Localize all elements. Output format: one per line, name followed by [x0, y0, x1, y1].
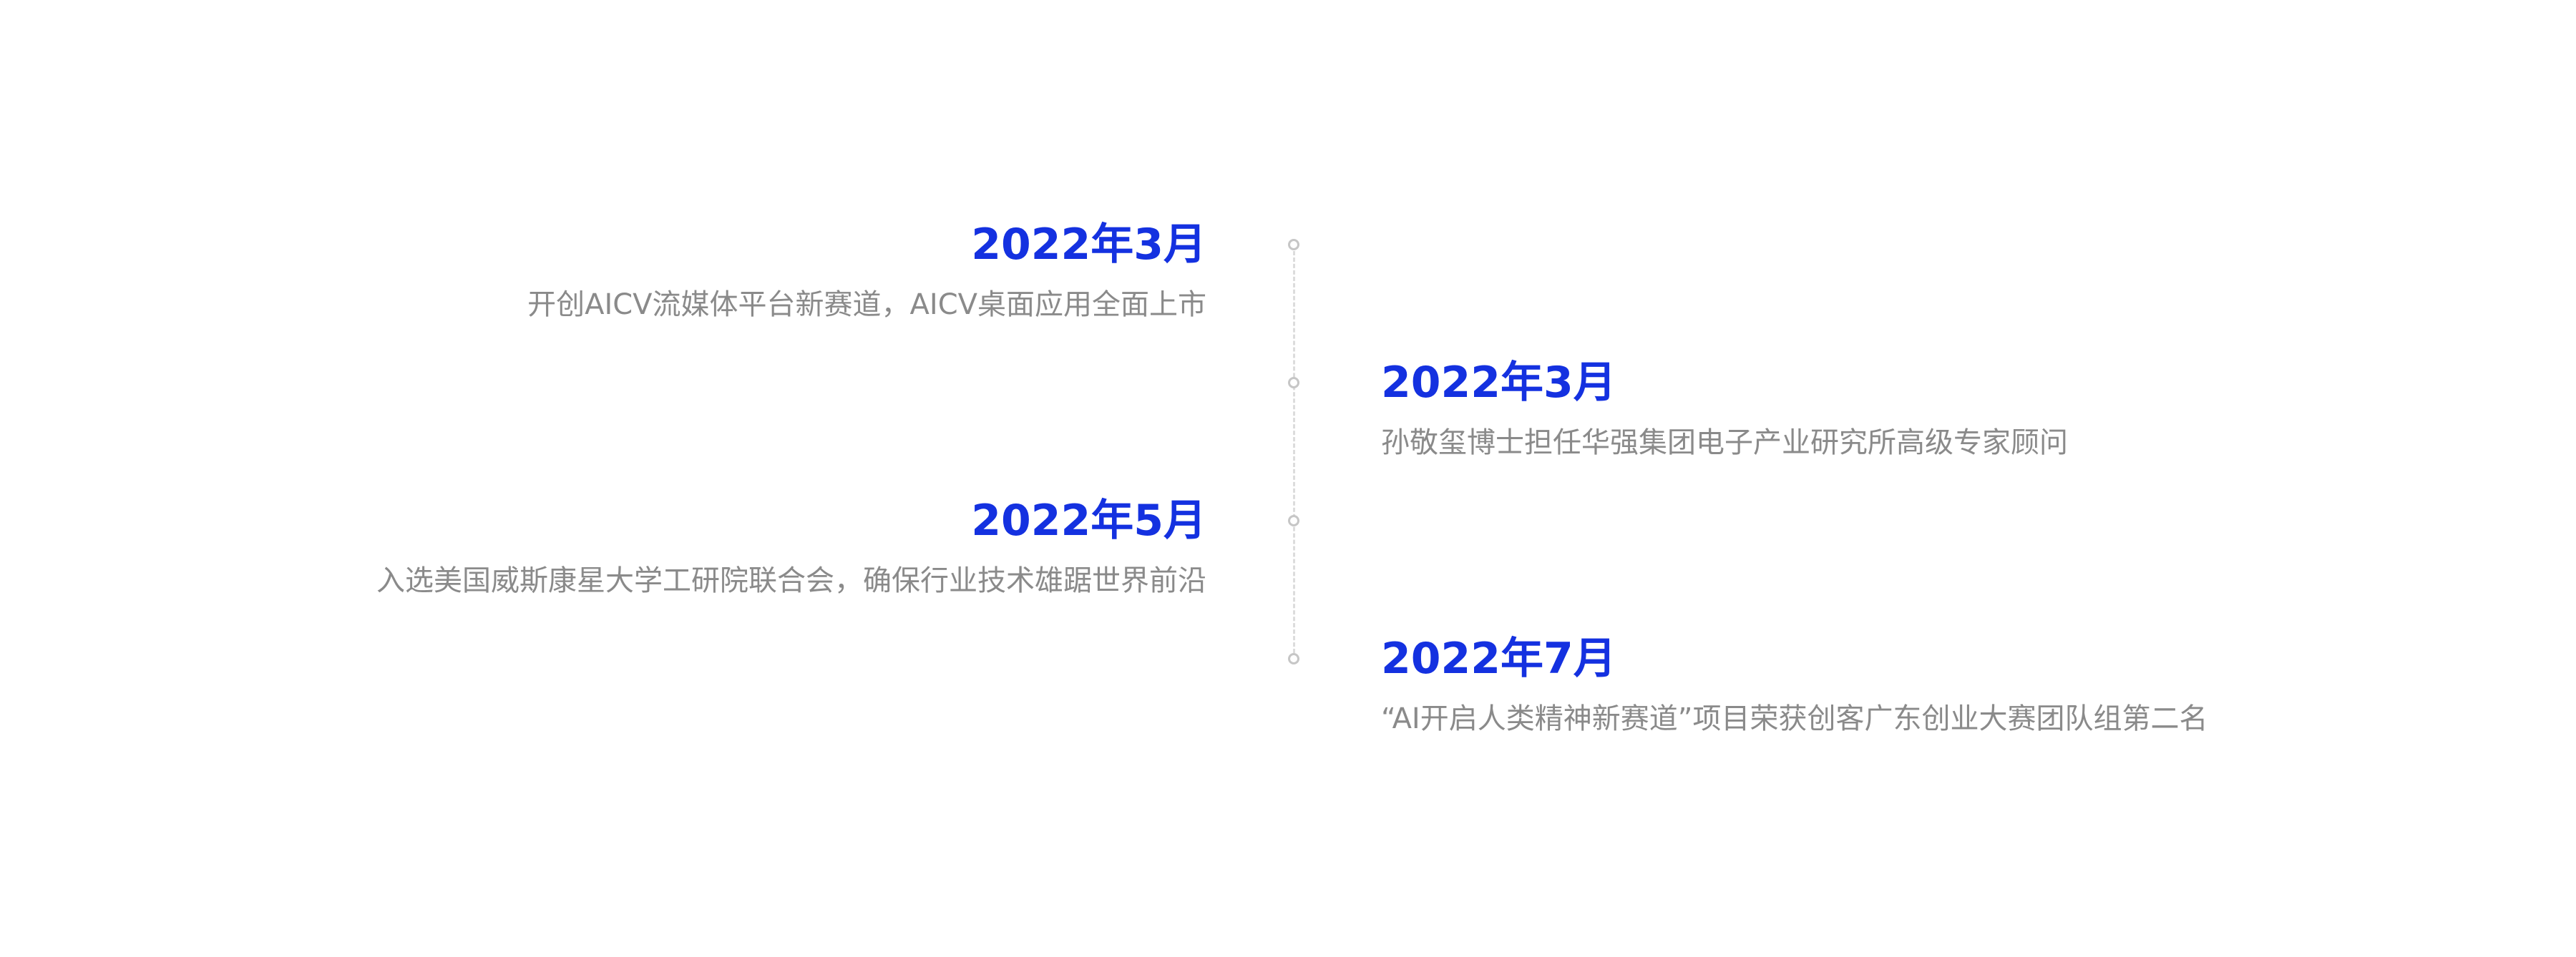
timeline-entry: 2022年3月 孙敬玺博士担任华强集团电子产业研究所高级专家顾问	[1381, 354, 2068, 463]
event-date: 2022年7月	[1381, 634, 1616, 684]
timeline-entry: 2022年7月 “AI开启人类精神新赛道”项目荣获创客广东创业大赛团队组第二名	[1381, 630, 2207, 739]
event-date: 2022年3月	[1381, 358, 1616, 408]
event-date: 2022年5月	[971, 496, 1206, 546]
timeline-axis	[1293, 245, 1295, 659]
timeline-node	[1288, 653, 1299, 664]
timeline-node	[1288, 377, 1299, 388]
timeline-entry: 2022年3月 开创AICV流媒体平台新赛道，AICV桌面应用全面上市	[527, 216, 1206, 325]
event-date: 2022年3月	[971, 220, 1206, 270]
timeline-node	[1288, 515, 1299, 526]
event-description: “AI开启人类精神新赛道”项目荣获创客广东创业大赛团队组第二名	[1381, 702, 2208, 735]
timeline-node	[1288, 239, 1299, 250]
timeline-entry: 2022年5月 入选美国威斯康星大学工研院联合会，确保行业技术雄踞世界前沿	[376, 492, 1206, 601]
event-description: 入选美国威斯康星大学工研院联合会，确保行业技术雄踞世界前沿	[376, 564, 1206, 597]
event-description: 开创AICV流媒体平台新赛道，AICV桌面应用全面上市	[527, 288, 1206, 321]
event-description: 孙敬玺博士担任华强集团电子产业研究所高级专家顾问	[1381, 426, 2068, 459]
